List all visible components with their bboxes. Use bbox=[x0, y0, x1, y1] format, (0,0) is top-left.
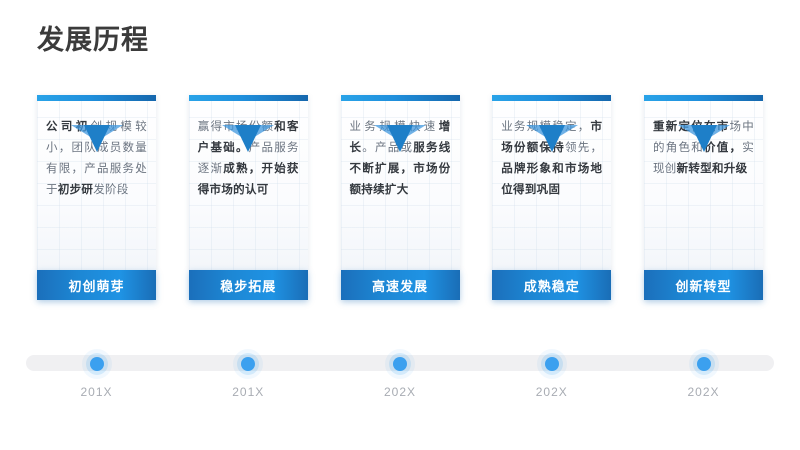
card-accent-bar bbox=[644, 95, 763, 101]
pointer-triangle-icon bbox=[690, 125, 717, 152]
card-accent-bar bbox=[188, 95, 308, 101]
page-title: 发展历程 bbox=[37, 25, 149, 55]
description-emphasis: 服务线不断扩展，市场份额持续扩大 bbox=[349, 142, 451, 196]
description-text: 发阶段 bbox=[93, 184, 129, 196]
pointer-triangle-icon bbox=[235, 125, 262, 152]
stage-label-text: 成熟稳定 bbox=[523, 278, 580, 294]
pointer-triangle-icon bbox=[538, 125, 565, 152]
stage-card: 重新定位在市场中的角色和价值，实现创新转型和升级 bbox=[644, 95, 763, 270]
stage-card: 赢得市场份额和客户基础。产品服务逐渐成熟，开始获得市场的认可 bbox=[188, 95, 308, 270]
description-emphasis: 增长 bbox=[349, 121, 451, 154]
stage-description: 业务规模稳定，市场份额保持领先，品牌形象和市场地位得到巩固 bbox=[501, 117, 602, 201]
stage-label-button[interactable]: 稳步拓展 bbox=[188, 270, 308, 300]
stage-column: 重新定位在市场中的角色和价值，实现创新转型和升级创新转型 bbox=[644, 95, 763, 300]
card-accent-bar bbox=[37, 95, 156, 101]
stage-column: 公司初创规模较小，团队成员数量有限，产品服务处于初步研发阶段初创萌芽 bbox=[37, 95, 156, 300]
stage-column: 赢得市场份额和客户基础。产品服务逐渐成熟，开始获得市场的认可稳步拓展 bbox=[188, 95, 308, 300]
stage-label-button[interactable]: 初创萌芽 bbox=[37, 270, 156, 300]
stage-label-button[interactable]: 成熟稳定 bbox=[492, 270, 612, 300]
stage-card: 业务规模稳定，市场份额保持领先，品牌形象和市场地位得到巩固 bbox=[492, 95, 612, 270]
stage-year-label: 202X bbox=[535, 385, 568, 399]
stage-label-button[interactable]: 高速发展 bbox=[340, 270, 460, 300]
stage-label-text: 初创萌芽 bbox=[68, 278, 125, 294]
description-text: 领先， bbox=[564, 142, 603, 154]
stage-year-label: 201X bbox=[80, 385, 113, 399]
card-accent-bar bbox=[492, 95, 612, 101]
timeline-axis-bar bbox=[26, 355, 774, 371]
pointer-triangle-icon bbox=[387, 125, 413, 152]
stage-label-text: 稳步拓展 bbox=[220, 278, 277, 294]
stage-label-button[interactable]: 创新转型 bbox=[644, 270, 763, 300]
description-emphasis: 成熟，开始获得市场的认可 bbox=[197, 163, 299, 196]
stage-card: 公司初创规模较小，团队成员数量有限，产品服务处于初步研发阶段 bbox=[37, 95, 156, 270]
stage-column: 业务规模快速增长。产品或服务线不断扩展，市场份额持续扩大高速发展 bbox=[340, 95, 460, 300]
pointer-triangle-icon bbox=[83, 125, 110, 152]
description-emphasis: 新转型和升级 bbox=[676, 163, 748, 175]
card-accent-bar bbox=[340, 95, 460, 101]
stage-year-label: 202X bbox=[383, 385, 417, 399]
stage-label-text: 高速发展 bbox=[371, 278, 428, 294]
description-text: 实现创 bbox=[653, 142, 755, 175]
stage-columns: 公司初创规模较小，团队成员数量有限，产品服务处于初步研发阶段初创萌芽赢得市场份额… bbox=[37, 95, 763, 300]
description-emphasis: 品牌形象和市场地位得到巩固 bbox=[501, 163, 603, 196]
description-emphasis: 初步研 bbox=[57, 184, 94, 196]
stage-year-label: 201X bbox=[232, 385, 265, 399]
stage-year-label: 202X bbox=[687, 385, 720, 399]
stage-card: 业务规模快速增长。产品或服务线不断扩展，市场份额持续扩大 bbox=[340, 95, 460, 270]
stage-column: 业务规模稳定，市场份额保持领先，品牌形象和市场地位得到巩固成熟稳定 bbox=[492, 95, 612, 300]
stage-label-text: 创新转型 bbox=[675, 278, 732, 294]
